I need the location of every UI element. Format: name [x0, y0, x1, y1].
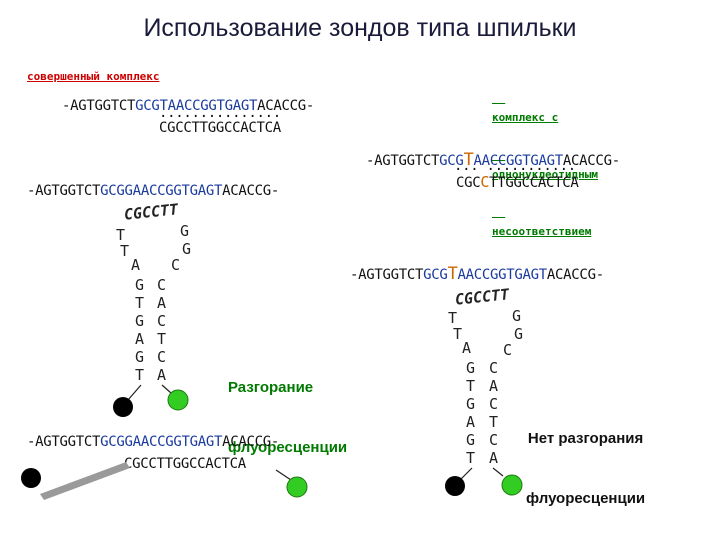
mismatch-pairing-dots: ··· ···········	[454, 162, 576, 178]
bottom-target-strand: -AGTGGTCTGCGGAACCGGTGAGTACACCG-	[27, 434, 279, 450]
hairpin2-loop-base: T	[448, 309, 458, 327]
hairpin2-stem-left: T	[466, 449, 476, 467]
hairpin1-stem-right: A	[157, 294, 167, 312]
target-core: GCGTAACCGGTGAGT	[135, 98, 258, 114]
mm-target-core-b: AACCGGTGAGT	[473, 153, 564, 169]
quencher-link	[127, 384, 142, 401]
mm-dots-b: ···········	[478, 162, 577, 178]
hairpin1-stem-left: G	[135, 312, 145, 330]
no-fluorescence-note-line-1: Нет разгорания	[527, 430, 644, 447]
hairpin2-stem-right: A	[489, 449, 499, 467]
fluorophore-link	[161, 384, 172, 394]
hairpin1-stem-left: A	[135, 330, 145, 348]
target-suffix: ACACCG-	[257, 98, 315, 114]
mismatch-label-line-1: комплекс с	[492, 111, 559, 124]
perfect-target-strand: -AGTGGTCTGCGTAACCGGTGAGTACACCG-	[62, 98, 314, 114]
target-prefix: -AGTGGTCT	[62, 98, 136, 114]
hairpin1-stem-left: G	[135, 348, 145, 366]
perfect-complex-label: совершенный комплекс	[27, 70, 160, 83]
mismatch-probe-strand: CGCCTTGGCCACTCA	[456, 173, 579, 191]
hairpin2-stem-right: C	[489, 395, 499, 413]
mm-target-core-a: GCG	[439, 153, 464, 169]
mm-target-suffix: ACACCG-	[562, 153, 620, 169]
fluorophore-link	[275, 469, 292, 481]
mm-target-mismatch-base: T	[463, 150, 474, 170]
mm-target-prefix: -AGTGGTCT	[366, 153, 440, 169]
page-title: Использование зондов типа шпильки	[143, 14, 577, 42]
fluorophore-dot	[286, 476, 308, 498]
hairpin1-stem-right: C	[157, 348, 167, 366]
hairpin1-loop-base: T	[120, 242, 130, 260]
hairpin2-loop-base: A	[462, 339, 472, 357]
r-target-core-b: AACCGGTGAGT	[457, 267, 548, 283]
quencher-dot	[113, 397, 133, 417]
r-target-core-a: GCG	[423, 267, 448, 283]
r-target-prefix: -AGTGGTCT	[350, 267, 424, 283]
hairpin1-stem-right: A	[157, 366, 167, 384]
hairpin1-stem-left: T	[135, 294, 145, 312]
hairpin2-loop-base: G	[512, 307, 522, 325]
mismatch-complex-label: комплекс с однонуклеотидным несоответств…	[492, 70, 598, 260]
hairpin1-stem-right: C	[157, 276, 167, 294]
fluorescence-note-line-2: флуоресценции	[228, 439, 348, 456]
hairpin2-stem-right: C	[489, 359, 499, 377]
fluorophore-link	[492, 467, 504, 477]
hairpin1-stem-right: T	[157, 330, 167, 348]
no-fluorescence-note-line-2: флуоресценции	[526, 490, 646, 507]
left-target-core: GCGGAACCGGTGAGT	[100, 183, 223, 199]
hairpin1-stem-left: G	[135, 276, 145, 294]
mm-probe-b: TTGGCCACTCA	[489, 175, 579, 191]
hairpin2-stem-left: G	[466, 395, 476, 413]
hairpin2-stem-left: G	[466, 431, 476, 449]
bottom-target-core: GCGGAACCGGTGAGT	[100, 434, 223, 450]
bottom-probe-strand: CGCCTTGGCCACTCA	[124, 456, 246, 472]
r-target-suffix: ACACCG-	[546, 267, 604, 283]
mismatch-target-strand: -AGTGGTCTGCGTAACCGGTGAGTACACCG-	[366, 150, 620, 170]
linker-bar	[40, 462, 130, 500]
mm-dots-a: ···	[454, 162, 479, 178]
fluorescence-note: Разгорание флуоресценции	[228, 338, 347, 478]
quencher-dot	[445, 476, 465, 496]
hairpin1-loop-base: A	[131, 256, 141, 274]
mm-probe-a: CGC	[456, 175, 481, 191]
quencher-dot	[21, 468, 41, 488]
mismatch-label-line-2: однонуклеотидным	[492, 168, 598, 181]
fluorescence-note-line-1: Разгорание	[228, 379, 314, 396]
left-target-suffix: ACACCG-	[222, 183, 280, 199]
hairpin2-stem-right: T	[489, 413, 499, 431]
hairpin1-loop-base: G	[182, 240, 192, 258]
right-target-strand: -AGTGGTCTGCGTAACCGGTGAGTACACCG-	[350, 264, 604, 284]
hairpin1-loop-base: G	[180, 222, 190, 240]
quencher-link	[459, 467, 473, 481]
hairpin2-stem-right: A	[489, 377, 499, 395]
mm-probe-mismatch-base: C	[480, 173, 490, 191]
fluorophore-dot	[501, 474, 523, 496]
hairpin1-loop-base: T	[116, 226, 126, 244]
bottom-target-prefix: -AGTGGTCT	[27, 434, 101, 450]
hairpin2-loop-base: T	[453, 325, 463, 343]
hairpin1-stem-left: T	[135, 366, 145, 384]
left-target-prefix: -AGTGGTCT	[27, 183, 101, 199]
hairpin2-stem-left: A	[466, 413, 476, 431]
perfect-probe-strand: CGCCTTGGCCACTCA	[159, 120, 281, 136]
hairpin2-stem-right: C	[489, 431, 499, 449]
fluorophore-dot	[167, 389, 189, 411]
hairpin2-loop-base: G	[514, 325, 524, 343]
hairpin1-loop-base: C	[171, 256, 181, 274]
left-target-strand: -AGTGGTCTGCGGAACCGGTGAGTACACCG-	[27, 183, 279, 199]
no-fluorescence-note: Нет разгорания флуоресценции	[526, 389, 645, 529]
bottom-target-suffix: ACACCG-	[222, 434, 280, 450]
mismatch-label-line-3: несоответствием	[492, 225, 592, 238]
hairpin2-stem-left: T	[466, 377, 476, 395]
perfect-pairing-dots: ···············	[159, 109, 281, 125]
r-target-mismatch-base: T	[447, 264, 458, 284]
hairpin2-loop-base: C	[503, 341, 513, 359]
hairpin2-stem-left: G	[466, 359, 476, 377]
hairpin1-stem-right: C	[157, 312, 167, 330]
